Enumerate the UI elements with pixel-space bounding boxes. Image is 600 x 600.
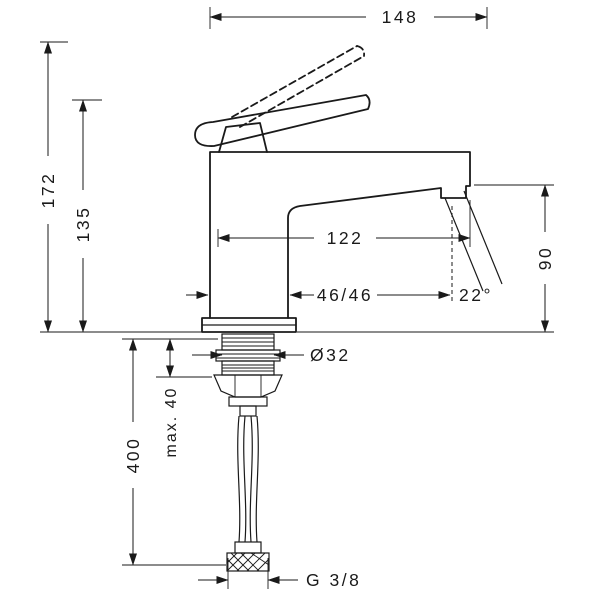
dimension-connection-thread: G 3/8 [198, 558, 361, 590]
dim-label-outlet-height: 90 [535, 246, 555, 270]
hose-connector [234, 541, 262, 554]
dimension-max-mounting-thickness: max. 40 [156, 338, 212, 458]
faucet-outline [194, 45, 503, 333]
dim-label-spout-reach: 122 [327, 228, 364, 248]
lever-handle [194, 94, 371, 147]
dim-label-outlet-offsets: 46/46 [317, 285, 373, 305]
dim-label-overall-height: 172 [38, 172, 58, 209]
connector-hatch [226, 552, 270, 572]
lever-handle-raised-dashed [231, 45, 366, 128]
mounting-nut [213, 374, 283, 398]
washer [215, 349, 281, 362]
dim-label-shaft-diameter: Ø32 [310, 345, 351, 365]
dim-label-connection-thread: G 3/8 [306, 570, 361, 590]
dim-label-hose-length: 400 [123, 437, 143, 474]
dimension-outlet-offsets: 46/46 22° [186, 285, 493, 305]
dim-label-stream-angle: 22° [459, 285, 493, 305]
connector-nut [226, 552, 270, 572]
dimension-outlet-height: 90 [297, 184, 556, 333]
dim-label-max-mounting-thickness: max. 40 [163, 387, 180, 458]
dimension-hose-length: 400 [121, 338, 226, 566]
dim-label-top-width: 148 [382, 7, 419, 27]
dimension-overall-height: 172 [36, 41, 202, 333]
dimension-spout-reach: 122 [217, 200, 471, 248]
supply-hoses [237, 415, 259, 543]
dimension-top-width: 148 [209, 6, 488, 29]
dimension-shaft-diameter: Ø32 [192, 345, 351, 365]
dim-label-body-height: 135 [73, 206, 93, 243]
cartridge-dome [218, 122, 268, 153]
hose-coupling [228, 396, 268, 407]
faucet-body-outline [209, 151, 471, 319]
dimension-body-height: 135 [71, 99, 102, 333]
under-counter-parts [213, 333, 283, 572]
